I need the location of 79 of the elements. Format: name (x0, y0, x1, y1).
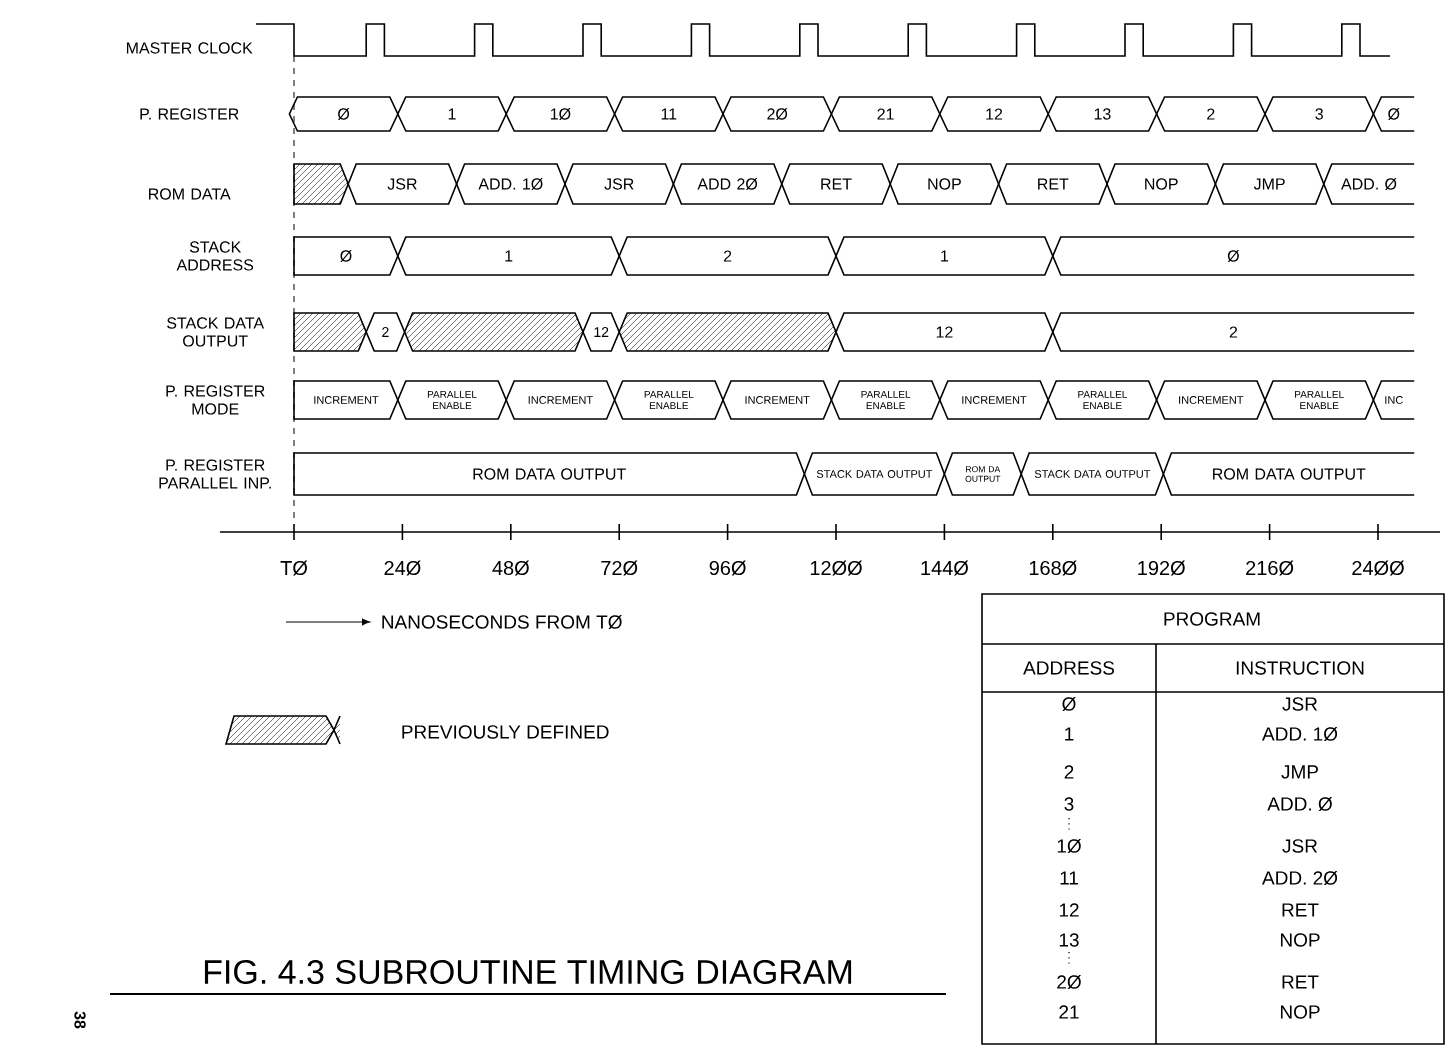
bus-segment: ROM DATA OUTPUT (293, 452, 806, 496)
bus-segment: Ø (1051, 236, 1415, 276)
signal-label: STACK DATA OUTPUT (167, 317, 265, 347)
tick-label: 48Ø (492, 560, 530, 576)
tick-label: 144Ø (921, 560, 969, 576)
hatched-segment (403, 312, 584, 352)
table-cell: JSR (1282, 839, 1318, 853)
table-cell: ADD. Ø (1267, 796, 1333, 812)
signal-label: P. REGISTER MODE (166, 385, 265, 415)
bus-segment: 2Ø (722, 96, 833, 132)
table-cell: Ø (1062, 696, 1076, 712)
table-cell: RET (1282, 903, 1319, 917)
bus-segment: ADD. Ø (1322, 163, 1415, 205)
table-cell: JSR (1282, 697, 1318, 711)
table-cell: NOP (1281, 933, 1320, 947)
bus-segment: Ø (293, 236, 399, 276)
table-cell: 21 (1059, 1005, 1079, 1019)
table-cell: ADD. 2Ø (1262, 870, 1338, 886)
bus-segment: 13 (1047, 96, 1158, 132)
bus-segment: Ø (1372, 96, 1415, 132)
table-cell: 2Ø (1057, 974, 1082, 990)
signal-label: ROM DATA (149, 188, 231, 200)
table-cell: 11 (1060, 871, 1078, 885)
bus-segment: RET (780, 163, 892, 205)
signal-label: P. REGISTER (140, 108, 239, 120)
bus-segment: 1Ø (505, 96, 616, 132)
bus-segment: JMP (1214, 163, 1325, 205)
tick-label: 96Ø (709, 560, 746, 576)
hatched-segment (618, 312, 837, 352)
bus-segment: 1 (396, 236, 621, 276)
tick-label: 72Ø (601, 560, 638, 576)
hatched-segment (293, 312, 368, 352)
column-header: ADDRESS (1023, 661, 1115, 675)
hatched-segment (293, 163, 350, 205)
axis-caption: NANOSECONDS FROM TØ (382, 614, 622, 630)
bus-segment: NOP (889, 163, 1000, 205)
tick-label: 24ØØ (1352, 560, 1404, 576)
bus-segment: Ø (288, 96, 399, 132)
bus-segment: 3 (1264, 96, 1375, 132)
table-cell: 2 (1064, 765, 1074, 779)
bus-segment: ROM DATA OUTPUT (1162, 452, 1415, 496)
bus-segment: 2 (1155, 96, 1266, 132)
signal-label: MASTER CLOCK (126, 42, 253, 54)
table-cell: JMP (1281, 765, 1318, 779)
signal-label: STACK ADDRESS (176, 241, 254, 271)
table-cell: RET (1282, 975, 1319, 989)
table-cell: ADD. 1Ø (1262, 726, 1338, 742)
column-header: INSTRUCTION (1236, 661, 1364, 675)
bus-segment: 12 (938, 96, 1050, 132)
bus-segment: 2 (618, 236, 837, 276)
bus-segment: 2 (1051, 312, 1415, 352)
bus-segment: JSR (564, 163, 675, 205)
signal-label: P. REGISTER PARALLEL INP. (159, 459, 271, 489)
page-number: 38 (74, 1011, 86, 1029)
tick-label: 168Ø (1029, 560, 1077, 576)
table-title: PROGRAM (1164, 612, 1260, 626)
bus-segment: JSR (347, 163, 458, 205)
bus-segment: 11 (613, 96, 724, 132)
bus-segment: NOP (1106, 163, 1217, 205)
table-cell: 13 (1059, 933, 1079, 947)
bus-segment: 12 (835, 312, 1054, 352)
table-cell: 1Ø (1057, 838, 1082, 854)
legend-label: PREVIOUSLY DEFINED (402, 725, 609, 739)
table-cell: 1 (1065, 727, 1074, 741)
bus-segment: ADD 2Ø (672, 163, 783, 205)
tick-label: TØ (280, 560, 308, 576)
bus-segment: ADD. 1Ø (455, 163, 566, 205)
tick-label: 24Ø (384, 560, 421, 576)
bus-segment: 21 (830, 96, 941, 132)
table-cell: NOP (1281, 1005, 1320, 1019)
tick-label: 216Ø (1246, 560, 1294, 576)
tick-label: 192Ø (1138, 560, 1185, 576)
table-cell: 3 (1064, 797, 1074, 811)
bus-segment: 1 (835, 236, 1054, 276)
bus-segment: RET (997, 163, 1108, 205)
table-cell: 12 (1059, 903, 1079, 917)
bus-segment: 1 (396, 96, 508, 132)
figure-title: FIG. 4.3 SUBROUTINE TIMING DIAGRAM (204, 959, 852, 985)
tick-label: 12ØØ (810, 560, 862, 576)
